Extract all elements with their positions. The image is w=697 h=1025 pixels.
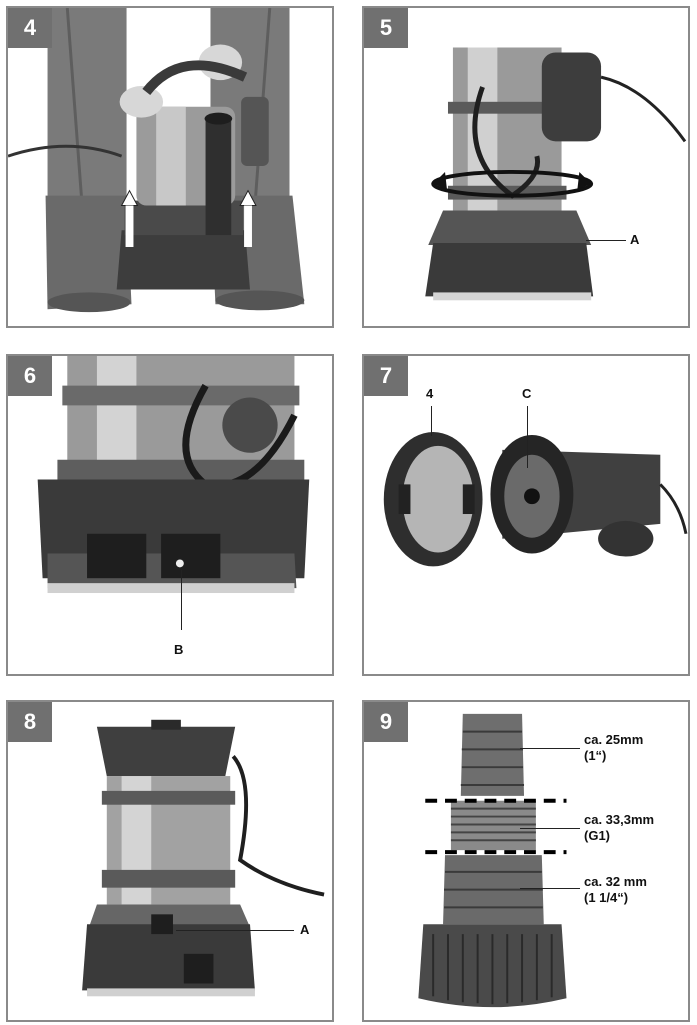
- figure-panel-6: 6 B: [6, 354, 334, 676]
- rotate-arrow-icon: [431, 169, 594, 198]
- pump-disassembled-illustration: [383, 432, 688, 567]
- callout-line: [520, 748, 580, 749]
- panel-number: 9: [364, 702, 408, 742]
- callout-line: [431, 406, 432, 436]
- callout-line: [176, 930, 294, 931]
- callout-diameter-1-size: (1“): [584, 748, 607, 763]
- panel-number: 7: [364, 356, 408, 396]
- figure-panel-7: 7 4 C: [362, 354, 690, 676]
- figure-panel-8: 8 A: [6, 700, 334, 1022]
- callout-diameter-1-value: ca. 25mm: [584, 732, 644, 747]
- pump-base-closeup-illustration: [37, 356, 310, 594]
- callout-4: 4: [426, 386, 434, 401]
- callout-line: [181, 570, 182, 630]
- callout-line: [520, 888, 580, 889]
- callout-diameter-2-value: ca. 33,3mm: [584, 812, 655, 827]
- up-arrow-icon: [120, 189, 139, 247]
- panel-number: 8: [8, 702, 52, 742]
- callout-a: A: [300, 922, 310, 937]
- callout-diameter-2: ca. 33,3mm (G1): [584, 812, 654, 844]
- callout-line: [520, 828, 580, 829]
- figure-panel-4: 4: [6, 6, 334, 328]
- up-arrow-icon: [239, 189, 257, 247]
- figure-panel-9: 9 ca.: [362, 700, 690, 1022]
- callout-c: C: [522, 386, 532, 401]
- hose-adapter-illustration: [418, 713, 567, 1008]
- figure-panel-5: 5 A: [362, 6, 690, 328]
- pump-rotate-base-illustration: [425, 47, 687, 301]
- callout-a: A: [630, 232, 640, 247]
- callout-b: B: [174, 642, 184, 657]
- panel-number: 4: [8, 8, 52, 48]
- pump-upright-illustration: [82, 719, 325, 997]
- panel-number: 6: [8, 356, 52, 396]
- callout-diameter-3-value: ca. 32 mm: [584, 874, 647, 889]
- callout-diameter-3-size: (1 1/4“): [584, 890, 629, 905]
- callout-diameter-2-size: (G1): [584, 828, 610, 843]
- callout-diameter-1: ca. 25mm (1“): [584, 732, 643, 764]
- callout-line: [527, 406, 528, 468]
- panel-number: 5: [364, 8, 408, 48]
- callout-line: [586, 240, 626, 241]
- callout-diameter-3: ca. 32 mm (1 1/4“): [584, 874, 647, 906]
- pump-lift-illustration: [8, 8, 305, 313]
